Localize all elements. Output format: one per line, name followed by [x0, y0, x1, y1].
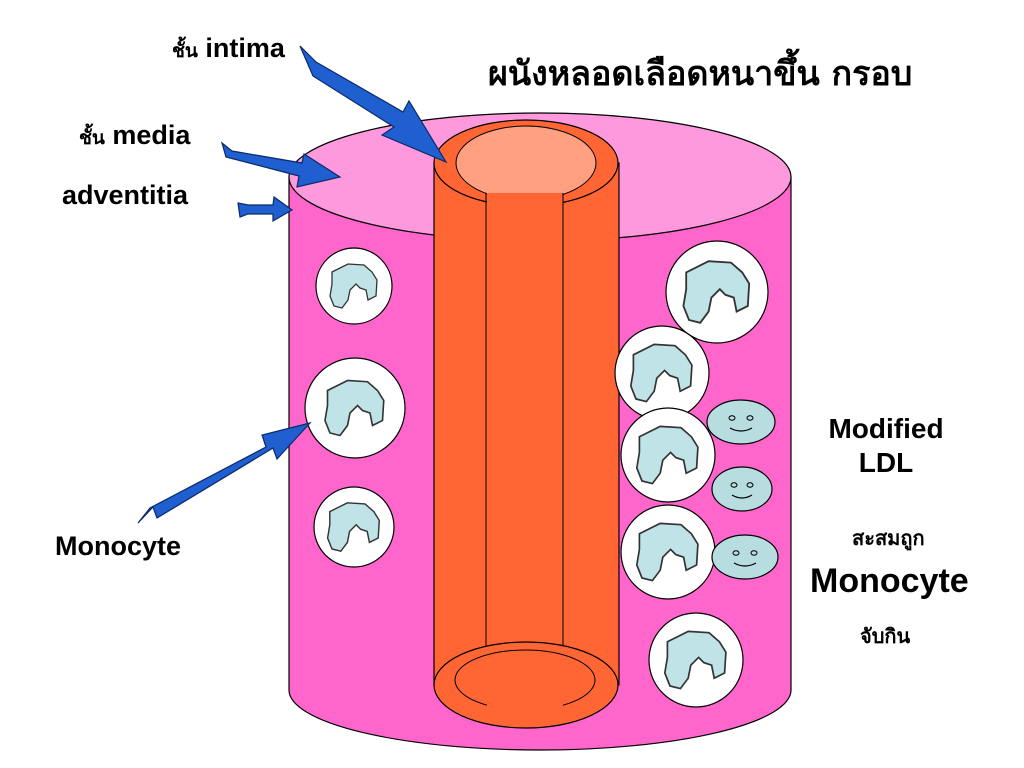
- diagram-title: ผนังหลอดเลือดหนาขึ้น กรอบ: [488, 54, 913, 94]
- monocyte-arrow-icon: [137, 421, 312, 524]
- monocyte-cell: [614, 325, 710, 421]
- modified-ldl-label: Modified LDL: [828, 413, 944, 478]
- lumen-top-ring: [433, 119, 619, 207]
- modified-ldl-particle: [711, 534, 779, 580]
- lumen-opening: [455, 125, 597, 201]
- monocyte-label: Monocyte: [55, 531, 182, 561]
- modified-ldl-particle: [711, 466, 773, 512]
- monocyte-cell: [648, 612, 744, 708]
- monocyte-cell: [620, 407, 716, 503]
- monocyte-right-label: Monocyte: [810, 562, 969, 600]
- monocyte-cell: [665, 240, 769, 344]
- intima-label: ชั้น intima: [172, 33, 285, 63]
- monocyte-cell: [313, 486, 395, 568]
- monocyte-cell: [620, 504, 716, 600]
- modified-ldl-particle: [706, 399, 776, 445]
- monocyte-cell: [315, 247, 393, 325]
- arrow-icon: [137, 45, 448, 524]
- monocyte-cell: [304, 357, 406, 459]
- accumulate-label: สะสมถูก: [852, 526, 925, 550]
- intima-arrow-icon: [299, 45, 448, 164]
- adventitia-label: adventitia: [62, 180, 189, 210]
- lumen-bottom-ring: [433, 641, 619, 729]
- engulf-label: จับกิน: [860, 624, 911, 648]
- media-label: ชั้น media: [79, 120, 191, 150]
- media-arrow-icon: [220, 141, 342, 188]
- lumen-tube: [433, 119, 620, 729]
- adventitia-arrow-icon: [237, 195, 294, 223]
